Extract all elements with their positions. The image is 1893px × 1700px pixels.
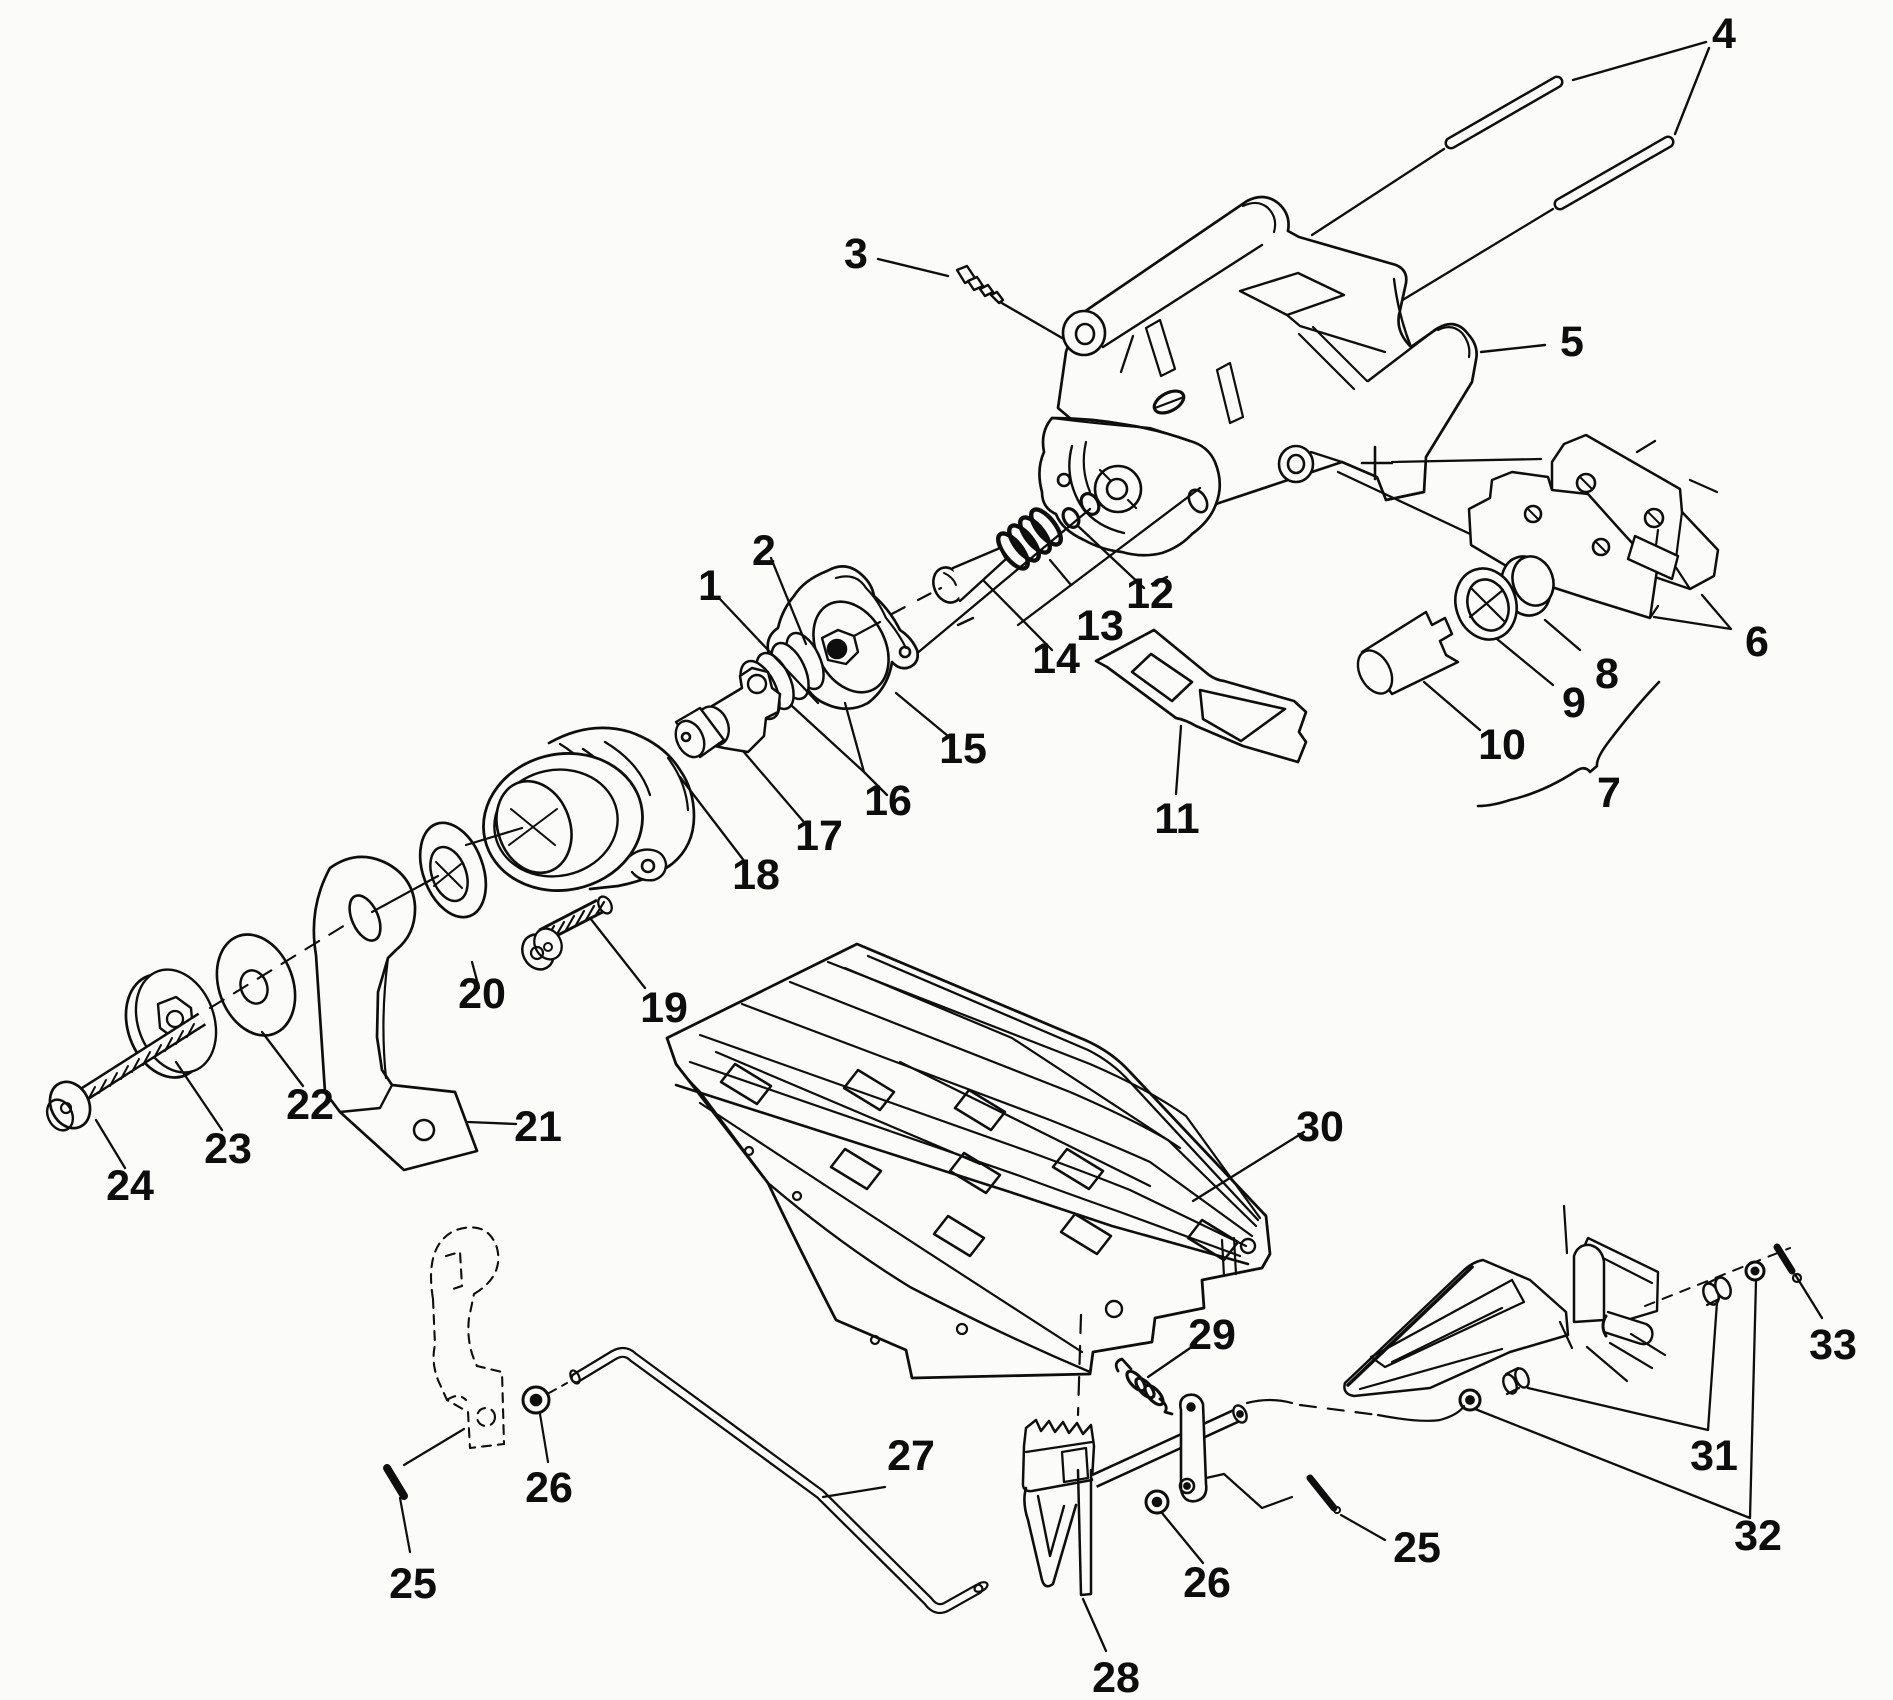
svg-text:5: 5 [1560, 318, 1584, 366]
svg-text:9: 9 [1562, 679, 1586, 727]
svg-text:8: 8 [1595, 650, 1619, 698]
svg-text:20: 20 [458, 970, 506, 1018]
svg-text:19: 19 [640, 984, 688, 1032]
svg-text:14: 14 [1032, 635, 1080, 683]
svg-text:7: 7 [1597, 769, 1621, 817]
svg-text:2: 2 [752, 527, 776, 575]
svg-text:1: 1 [698, 562, 722, 610]
svg-text:27: 27 [887, 1432, 935, 1480]
svg-text:15: 15 [939, 725, 987, 773]
svg-text:21: 21 [514, 1103, 562, 1151]
svg-text:29: 29 [1188, 1311, 1236, 1359]
svg-text:22: 22 [286, 1081, 334, 1129]
svg-text:24: 24 [106, 1162, 154, 1210]
svg-text:26: 26 [1183, 1559, 1231, 1607]
svg-text:3: 3 [844, 230, 868, 278]
svg-text:4: 4 [1712, 10, 1736, 58]
svg-text:6: 6 [1745, 618, 1769, 666]
svg-text:12: 12 [1126, 570, 1174, 618]
svg-text:31: 31 [1690, 1432, 1738, 1480]
svg-text:13: 13 [1076, 602, 1124, 650]
svg-text:10: 10 [1478, 721, 1526, 769]
svg-text:32: 32 [1734, 1512, 1782, 1560]
svg-text:30: 30 [1296, 1103, 1344, 1151]
svg-text:26: 26 [525, 1464, 573, 1512]
svg-text:25: 25 [1393, 1524, 1441, 1572]
svg-text:33: 33 [1809, 1321, 1857, 1369]
svg-text:23: 23 [204, 1125, 252, 1173]
svg-text:28: 28 [1092, 1654, 1140, 1700]
svg-text:16: 16 [864, 777, 912, 825]
svg-text:18: 18 [732, 851, 780, 899]
svg-text:25: 25 [389, 1560, 437, 1608]
svg-text:11: 11 [1154, 795, 1199, 843]
svg-text:17: 17 [795, 812, 843, 860]
